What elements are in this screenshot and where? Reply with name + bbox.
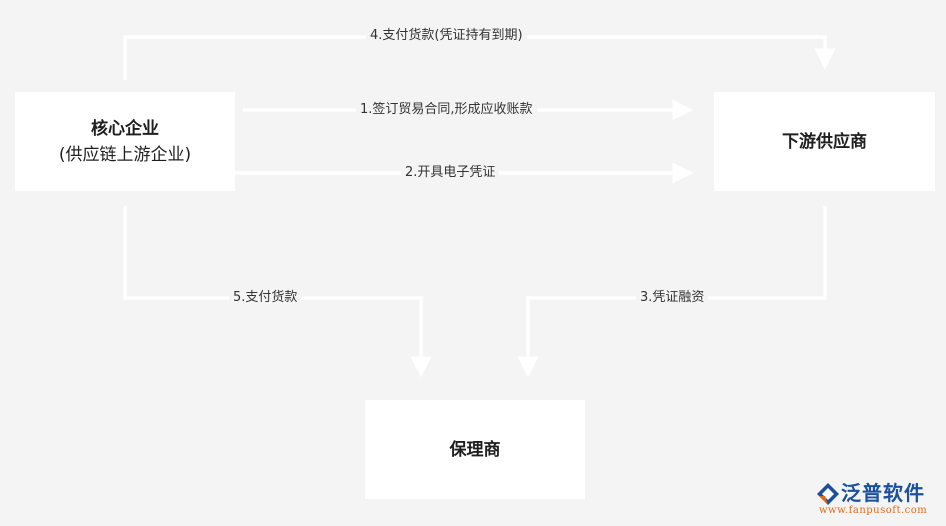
- node-factor-title: 保理商: [449, 439, 501, 460]
- node-core-subtitle: (供应链上游企业): [58, 144, 192, 165]
- logo-url: www.fanpusoft.com: [819, 505, 928, 516]
- fanpu-logo-icon: [817, 483, 839, 505]
- logo-name: 泛普软件: [841, 481, 925, 505]
- edge-label-e3: 3.凭证融资: [636, 289, 709, 307]
- edge-label-e5: 5.支付货款: [229, 289, 302, 307]
- edge-label-e4: 4.支付货款(凭证持有到期): [366, 27, 527, 45]
- node-core-title: 核心企业: [91, 118, 159, 139]
- node-downstream-supplier: 下游供应商: [714, 92, 935, 191]
- node-downstream-title: 下游供应商: [782, 131, 867, 152]
- node-core-enterprise: 核心企业 (供应链上游企业): [15, 92, 235, 191]
- edge-label-e2: 2.开具电子凭证: [401, 164, 500, 182]
- node-factor: 保理商: [365, 400, 585, 499]
- edge-label-e1: 1.签订贸易合同,形成应收账款: [356, 101, 537, 119]
- watermark-logo: 泛普软件 www.fanpusoft.com: [815, 480, 940, 520]
